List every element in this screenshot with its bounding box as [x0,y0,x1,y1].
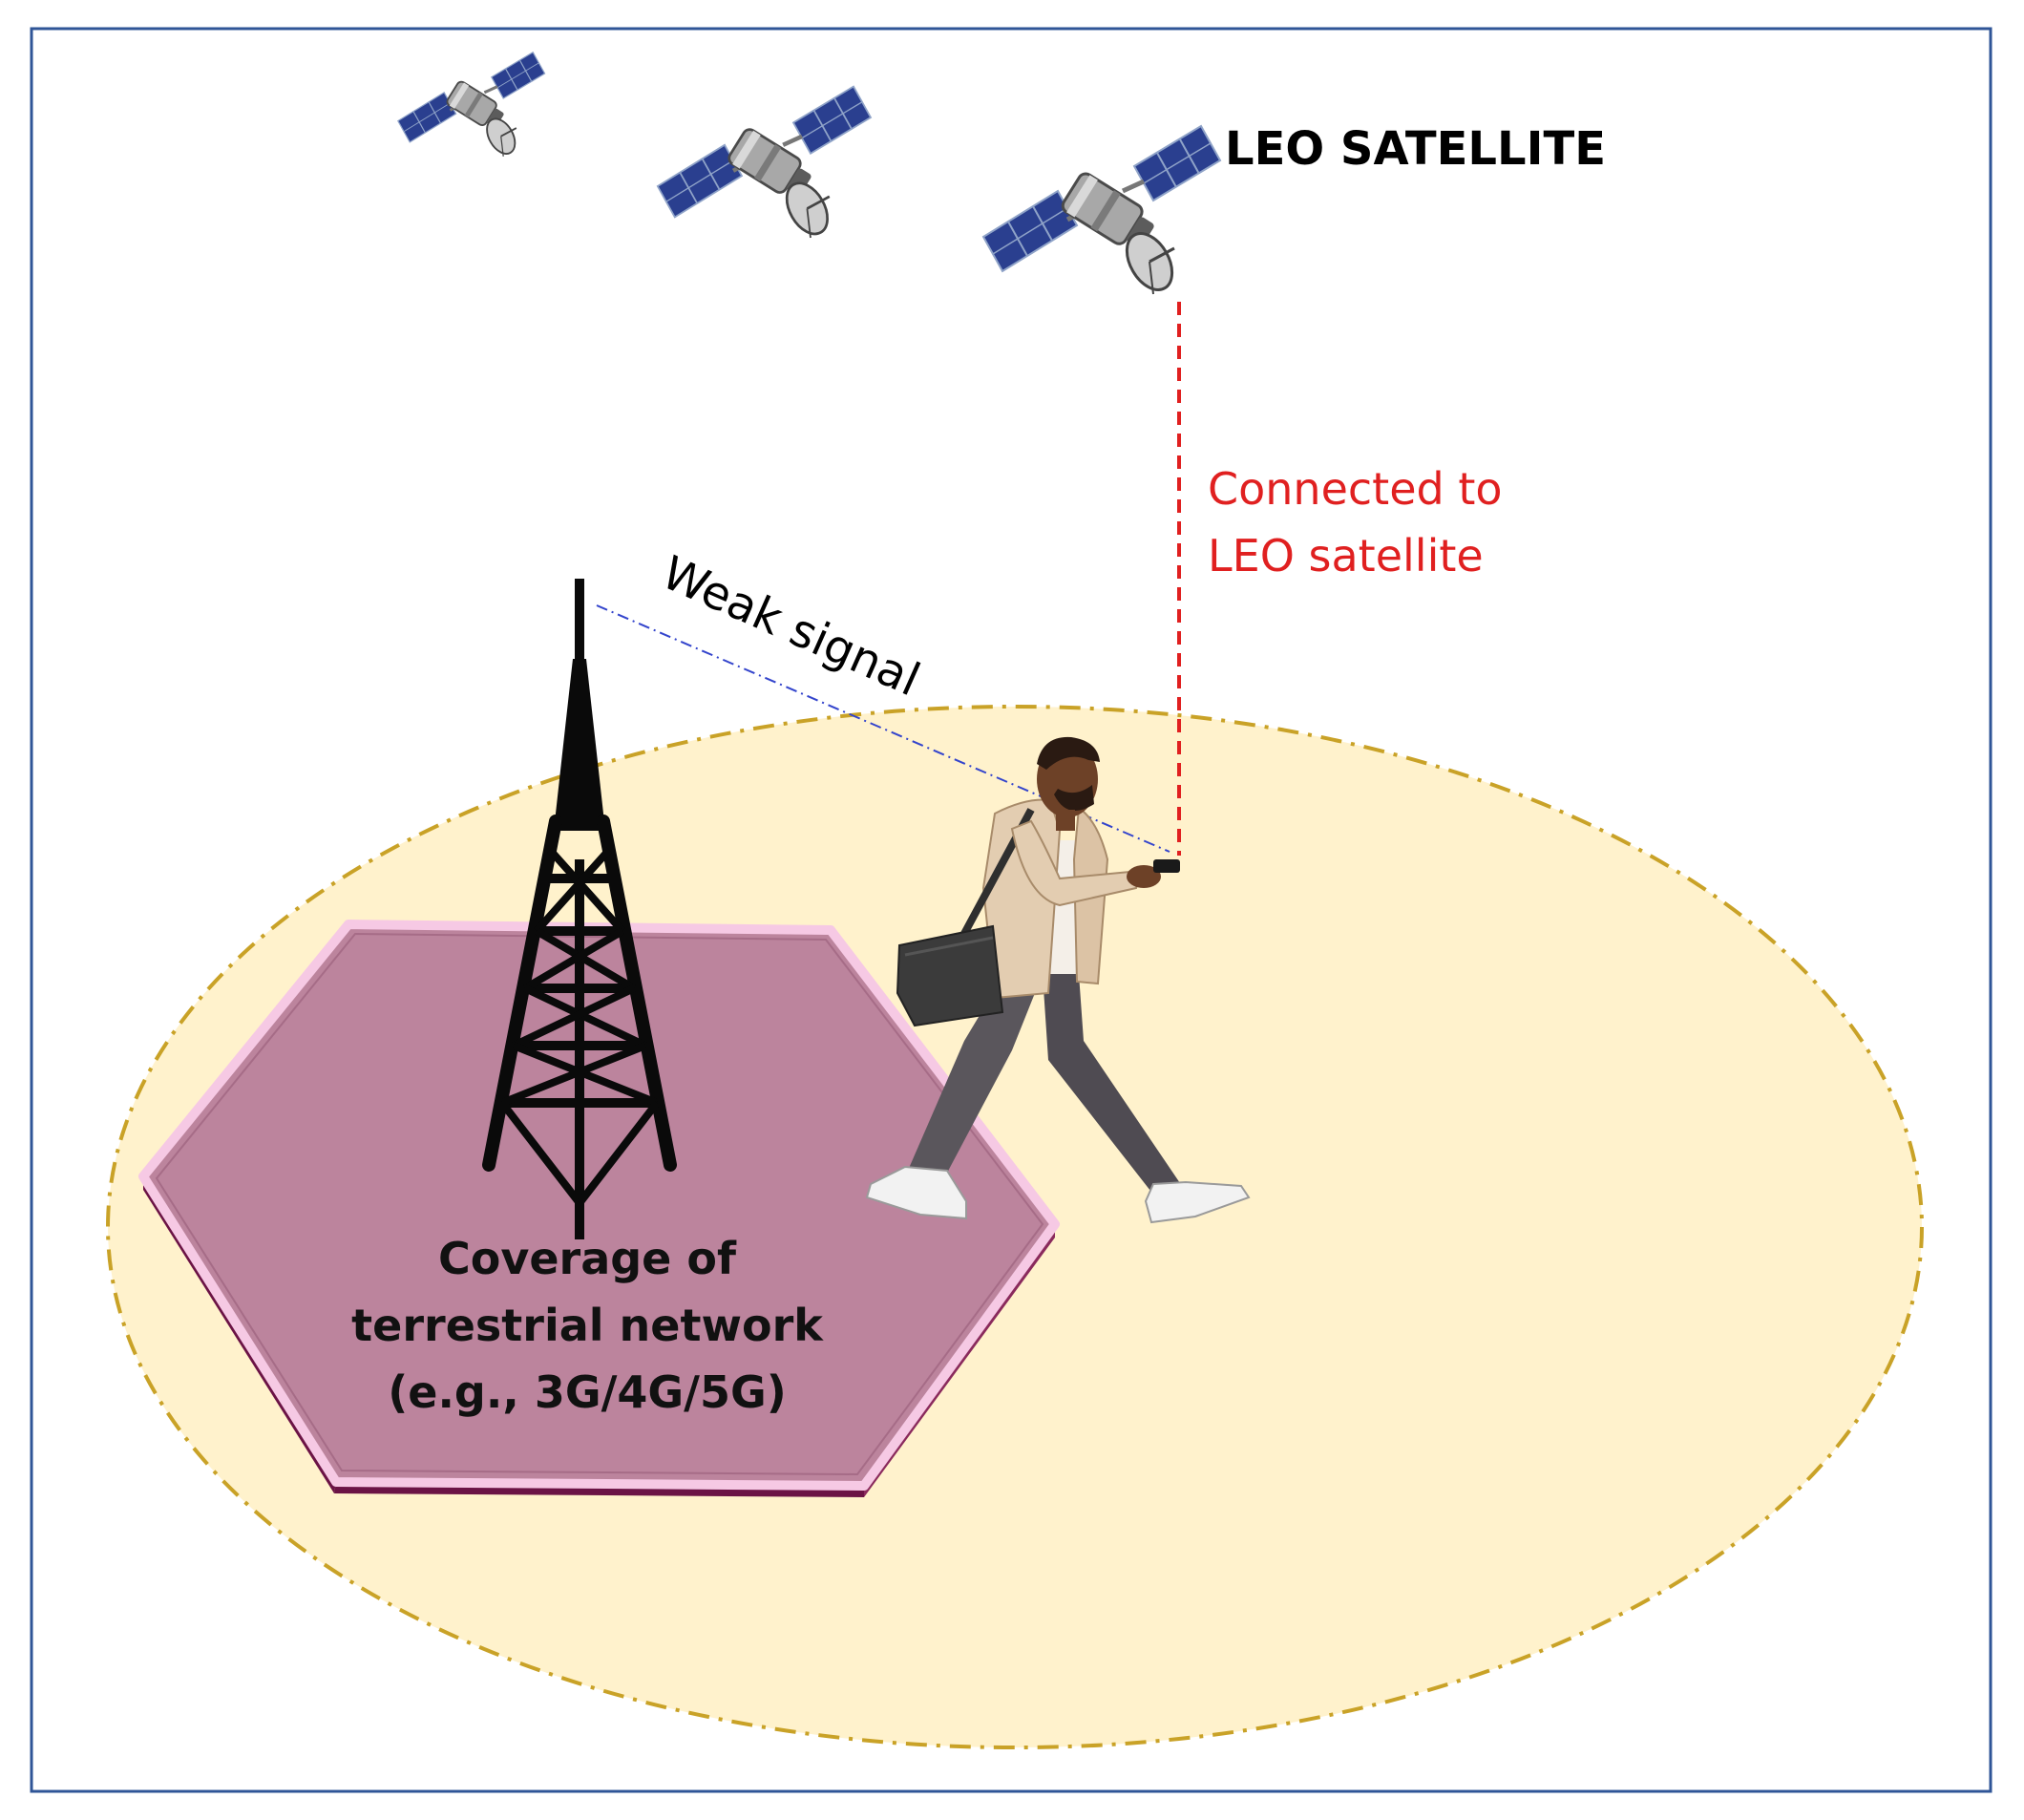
coverage-label-line3: (e.g., 3G/4G/5G) [388,1366,787,1418]
cell-tower-icon [482,579,677,1239]
walking-person-icon [865,736,1251,1224]
connected-label-line2: LEO satellite [1208,530,1484,582]
coverage-label-line1: Coverage of [438,1233,737,1284]
coverage-label-line2: terrestrial network [351,1300,824,1351]
connected-label-line1: Connected to [1208,463,1503,515]
leo-satellite-title: LEO SATELLITE [1225,122,1606,176]
smartphone-icon [1153,859,1180,873]
terrestrial-coverage-hexagon [138,920,1060,1497]
